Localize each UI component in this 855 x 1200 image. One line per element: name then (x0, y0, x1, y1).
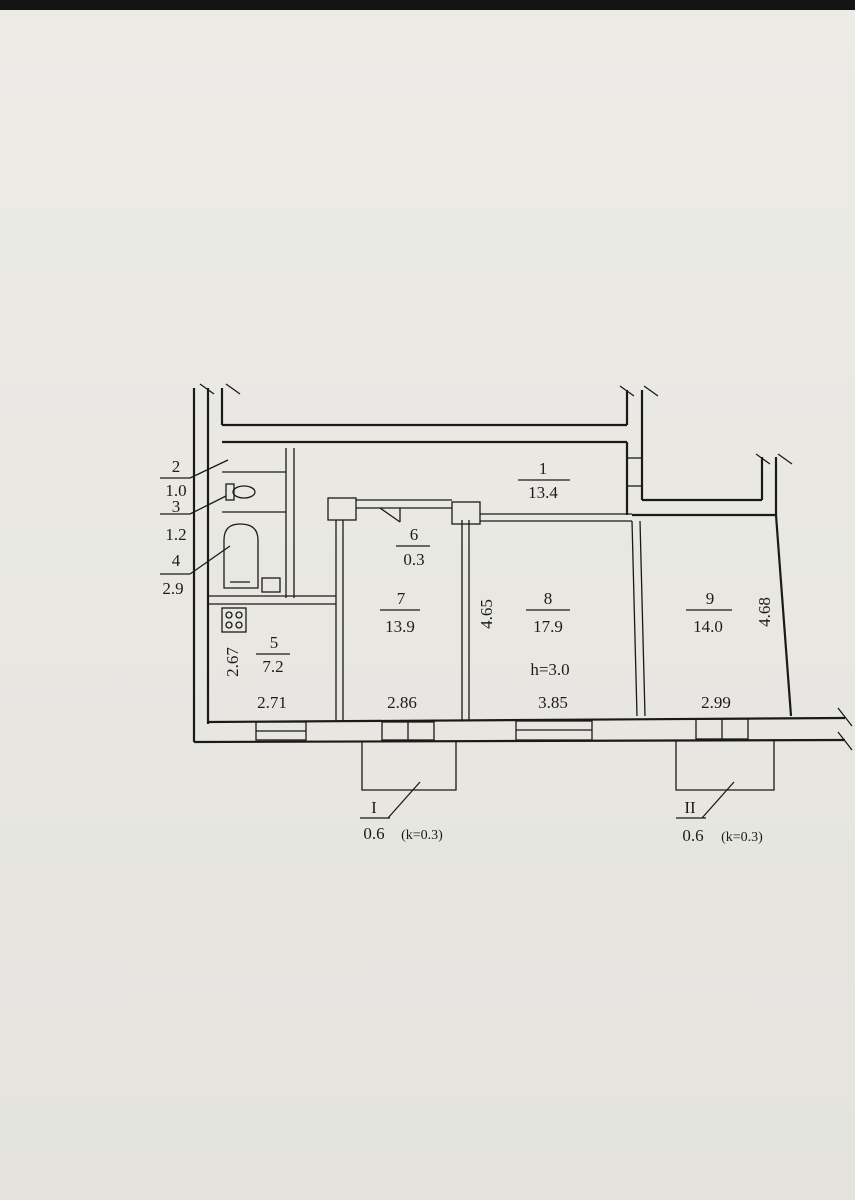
room-7-width-dim: 2.86 (387, 693, 417, 712)
room-1-number: 1 (539, 459, 548, 478)
kitchen-width-dim: 2.71 (257, 693, 287, 712)
kitchen-depth-dim: 2.67 (223, 647, 242, 677)
room-3-number: 3 (172, 497, 181, 516)
room-8-depth-dim: 4.65 (477, 599, 496, 629)
toilet-icon (225, 483, 235, 501)
bathtub-icon (223, 523, 259, 589)
room-4-number: 4 (172, 551, 181, 570)
room-5-number: 5 (270, 633, 279, 652)
room-3-area: 1.2 (165, 525, 186, 544)
balcony-1-coef: (k=0.3) (401, 828, 443, 843)
balcony-1-number: I (371, 798, 377, 817)
balcony-2-coef: (k=0.3) (721, 830, 763, 845)
room-8-number: 8 (544, 589, 553, 608)
floor-plan-sheet: 1 13.4 2 1.0 3 1.2 4 2.9 5 7.2 2.67 2.71… (0, 10, 855, 1200)
room-9-number: 9 (706, 589, 715, 608)
fixtures (221, 483, 749, 741)
top-edge-bar (0, 0, 855, 10)
interior-walls (208, 448, 646, 720)
sink-icon (261, 577, 281, 593)
room-8-area: 17.9 (533, 617, 563, 636)
balconies (361, 740, 775, 819)
stove-icon (221, 607, 247, 633)
ceiling-height: h=3.0 (530, 660, 569, 679)
room-7-number: 7 (397, 589, 406, 608)
room-2-number: 2 (172, 457, 181, 476)
balcony-2-number: II (684, 798, 696, 817)
room-6-number: 6 (410, 525, 419, 544)
room-6-area: 0.3 (403, 550, 424, 569)
outer-walls (192, 383, 853, 751)
room-8-width-dim: 3.85 (538, 693, 568, 712)
fraction-bars (256, 479, 732, 819)
labels: 1 13.4 2 1.0 3 1.2 4 2.9 5 7.2 2.67 2.71… (162, 457, 774, 845)
balcony-1-area: 0.6 (363, 824, 384, 843)
room-9-width-dim: 2.99 (701, 693, 731, 712)
floor-plan: 1 13.4 2 1.0 3 1.2 4 2.9 5 7.2 2.67 2.71… (160, 383, 853, 845)
room-9-depth-dim: 4.68 (755, 597, 774, 627)
room-9-area: 14.0 (693, 617, 723, 636)
room-1-area: 13.4 (528, 483, 558, 502)
room-2-area: 1.0 (165, 481, 186, 500)
room-4-area: 2.9 (162, 579, 183, 598)
leader-lines (160, 459, 231, 575)
balcony-2-area: 0.6 (682, 826, 703, 845)
room-5-area: 7.2 (262, 657, 283, 676)
room-7-area: 13.9 (385, 617, 415, 636)
